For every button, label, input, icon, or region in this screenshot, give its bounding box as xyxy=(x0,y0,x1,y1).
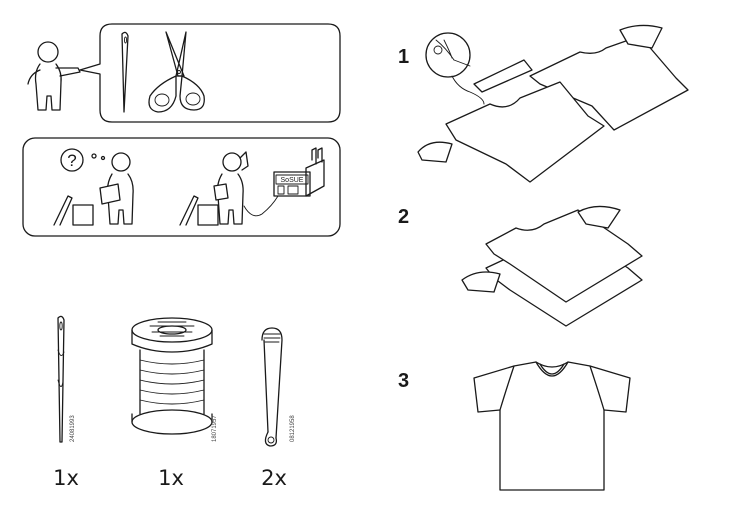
step-number: 3 xyxy=(398,370,409,392)
person-pointing-icon xyxy=(27,41,81,111)
needle-icon xyxy=(121,31,129,113)
shop-sign: SoSUE xyxy=(281,177,304,184)
safety-pin-icon xyxy=(261,327,283,447)
part-quantity: 2x xyxy=(261,466,287,490)
step-1: 1 xyxy=(398,24,689,183)
step-2: 2 xyxy=(398,205,643,327)
finished-tshirt-icon xyxy=(473,361,631,491)
part-code: 18071957 xyxy=(212,415,218,442)
help-panel-frame xyxy=(22,137,341,237)
box-icon xyxy=(53,195,94,226)
part-code: 24081993 xyxy=(70,415,76,442)
cut-fabric-pieces-icon xyxy=(417,24,689,183)
step-number: 1 xyxy=(398,46,409,68)
tools-bubble xyxy=(79,23,341,123)
shop-building-icon: SoSUE xyxy=(273,147,325,197)
scissors-icon xyxy=(148,31,205,113)
person-calling-icon xyxy=(213,151,279,225)
stacked-fabric-pieces-icon xyxy=(461,205,643,327)
person-confused-icon xyxy=(99,152,134,225)
step-3: 3 xyxy=(398,361,631,491)
part-safety-pin: 08121958 2x xyxy=(261,327,296,490)
needle-icon xyxy=(57,315,65,443)
part-quantity: 1x xyxy=(158,466,184,490)
part-needle: 24081993 1x xyxy=(53,315,79,490)
question-bubble xyxy=(60,148,84,172)
part-code: 08121958 xyxy=(290,415,296,442)
question-mark: ? xyxy=(67,151,76,170)
thread-spool-icon xyxy=(131,317,213,435)
parts-list: 24081993 1x 18071957 1x xyxy=(53,315,296,490)
part-thread-spool: 18071957 1x xyxy=(131,317,218,490)
part-quantity: 1x xyxy=(53,466,79,490)
tools-panel xyxy=(27,23,341,123)
step-number: 2 xyxy=(398,206,409,228)
help-panel: ? xyxy=(22,137,341,237)
box-icon xyxy=(179,195,219,226)
